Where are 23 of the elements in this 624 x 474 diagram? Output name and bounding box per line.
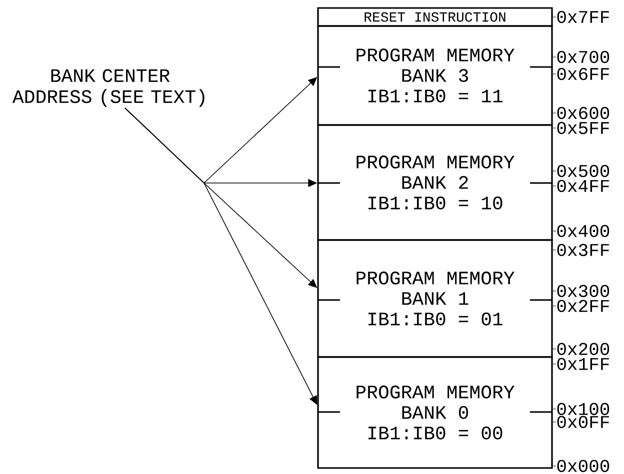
address-label: 0x6FF <box>552 68 609 80</box>
address-label: 0x700 <box>552 50 610 64</box>
address-label: 0x400 <box>552 224 610 238</box>
arrow <box>124 108 318 405</box>
address-label: 0x7FF <box>552 10 609 24</box>
address-label: 0x200 <box>552 342 610 356</box>
address-label: 0x300 <box>552 284 610 298</box>
address-label: 0x0FF <box>552 416 609 428</box>
address-label: 0x2FF <box>552 300 609 312</box>
reset-instruction-box: RESET INSTRUCTION <box>317 7 553 27</box>
address-label: 0x4FF <box>552 180 609 192</box>
memory-bank-box: PROGRAM MEMORY BANK 1 IB1:IB0 = 01 <box>317 239 553 358</box>
address-label: 0x000 <box>552 460 610 472</box>
address-label: 0x5FF <box>552 122 609 134</box>
address-label: 0x1FF <box>552 358 609 370</box>
address-label: 0x3FF <box>552 244 609 256</box>
address-label: 0x100 <box>552 402 610 416</box>
memory-bank-box: PROGRAM MEMORY BANK 2 IB1:IB0 = 10 <box>317 124 553 241</box>
memory-bank-box: PROGRAM MEMORY BANK 0 IB1:IB0 = 00 <box>317 356 553 469</box>
callout-text: BANK CENTER ADDRESS (SEE TEXT) <box>12 69 204 107</box>
address-label: 0x500 <box>552 164 610 178</box>
address-label: 0x600 <box>552 106 610 120</box>
memory-bank-box: PROGRAM MEMORY BANK 3 IB1:IB0 = 11 <box>317 25 553 126</box>
